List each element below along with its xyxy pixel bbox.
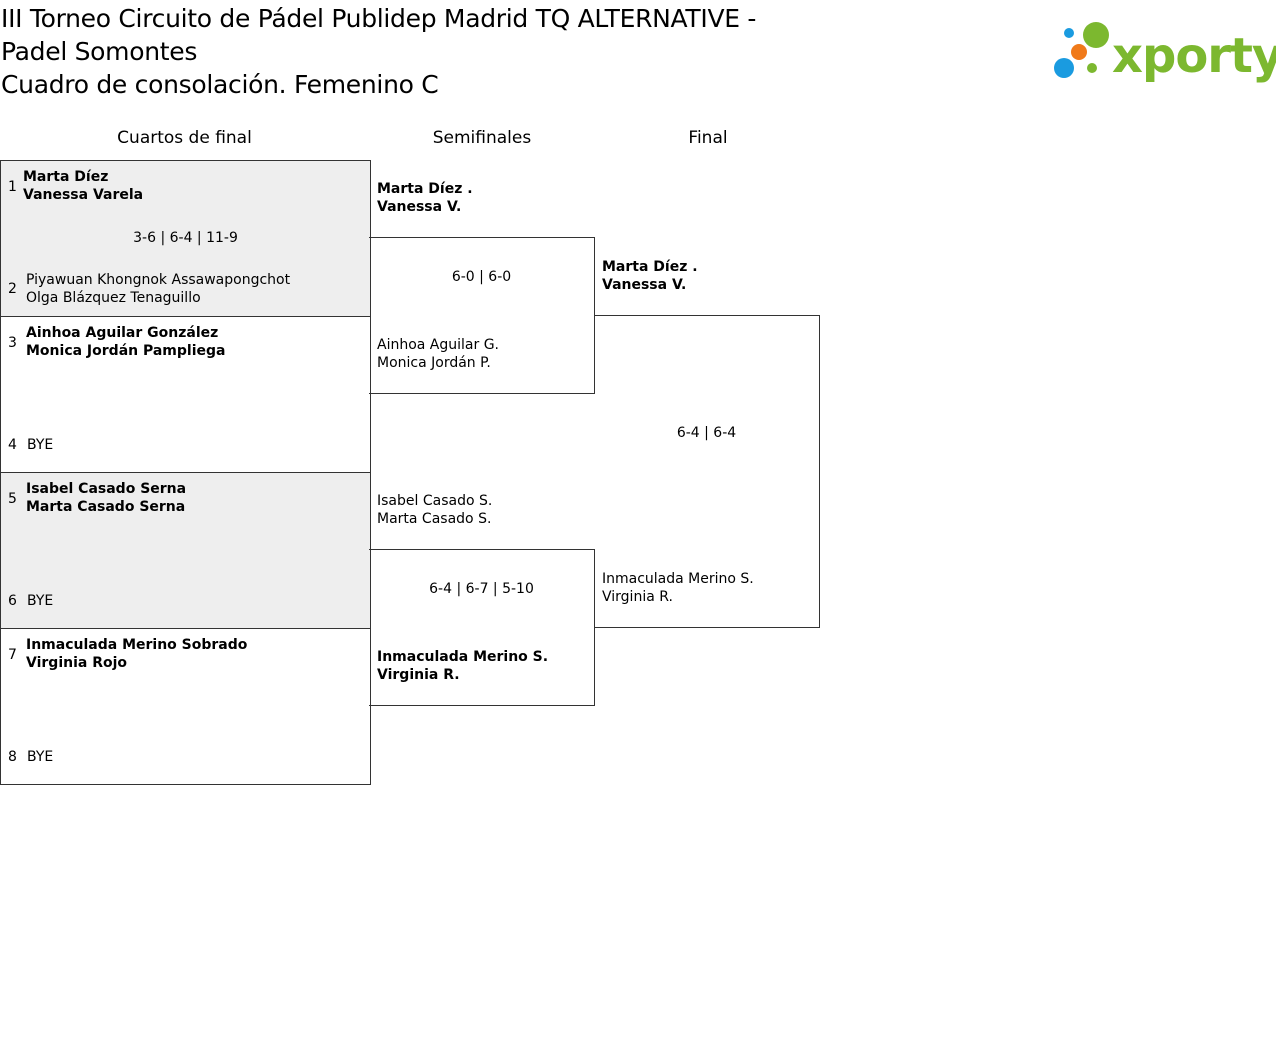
round-header-final: Final bbox=[688, 128, 728, 148]
round-header-semifinals: Semifinales bbox=[432, 128, 532, 148]
semifinal-1-team-loser: Ainhoa Aguilar G. Monica Jordán P. bbox=[377, 336, 499, 372]
player-name: Marta Casado S. bbox=[377, 511, 492, 527]
semifinal-1-team-winner: Marta Díez . Vanessa V. bbox=[377, 180, 473, 216]
final-team-runner-up: Inmaculada Merino S. Virginia R. bbox=[602, 570, 754, 606]
player-name: Ainhoa Aguilar G. bbox=[377, 337, 500, 353]
semifinal-2-team-loser: Isabel Casado S. Marta Casado S. bbox=[377, 492, 492, 528]
player-name: Vanessa Varela bbox=[23, 187, 144, 203]
seed-number: 5 bbox=[8, 491, 17, 507]
player-name: Inmaculada Merino S. bbox=[602, 571, 754, 587]
final-match: 6-4 | 6-4 bbox=[594, 315, 820, 628]
team-winner: Marta Díez Vanessa Varela bbox=[23, 168, 143, 204]
seed-number: 3 bbox=[8, 335, 17, 351]
player-name: Inmaculada Merino Sobrado bbox=[26, 637, 248, 653]
player-name: Virginia R. bbox=[602, 589, 673, 605]
player-name: Monica Jordán P. bbox=[377, 355, 491, 371]
player-name: Ainhoa Aguilar González bbox=[26, 325, 219, 341]
player-name: Marta Díez . bbox=[602, 259, 698, 275]
title-line-3: Cuadro de consolación. Femenino C bbox=[1, 70, 439, 99]
player-name: Piyawuan Khongnok Assawapongchot bbox=[26, 272, 291, 288]
quarterfinal-match-3: 5 Isabel Casado Serna Marta Casado Serna… bbox=[0, 472, 371, 629]
title-line-1: III Torneo Circuito de Pádel Publidep Ma… bbox=[1, 4, 757, 33]
match-score: 6-4 | 6-7 | 5-10 bbox=[429, 581, 534, 597]
round-header-quarterfinals: Cuartos de final bbox=[117, 128, 252, 148]
quarterfinal-match-4: 7 Inmaculada Merino Sobrado Virginia Roj… bbox=[0, 628, 371, 785]
player-name: Olga Blázquez Tenaguillo bbox=[26, 290, 201, 306]
xporty-logo-mark: xporty bbox=[1054, 22, 1280, 84]
quarterfinal-match-2: 3 Ainhoa Aguilar González Monica Jordán … bbox=[0, 316, 371, 473]
player-name: Monica Jordán Pampliega bbox=[26, 343, 226, 359]
team-bye: BYE bbox=[27, 749, 54, 765]
seed-number: 4 bbox=[8, 437, 17, 453]
team-winner: Isabel Casado Serna Marta Casado Serna bbox=[26, 480, 186, 516]
player-name: Marta Díez bbox=[23, 169, 109, 185]
seed-number: 1 bbox=[8, 179, 17, 195]
player-name: Marta Casado Serna bbox=[26, 499, 186, 515]
logo-text: xporty bbox=[1112, 28, 1276, 84]
player-name: Virginia Rojo bbox=[26, 655, 128, 671]
seed-number: 8 bbox=[8, 749, 17, 765]
team-loser: Piyawuan Khongnok Assawapongchot Olga Bl… bbox=[26, 271, 290, 307]
seed-number: 6 bbox=[8, 593, 17, 609]
player-name: Isabel Casado S. bbox=[377, 493, 493, 509]
xporty-logo[interactable]: xporty bbox=[1050, 18, 1280, 84]
final-team-winner: Marta Díez . Vanessa V. bbox=[602, 258, 698, 294]
semifinal-2-team-winner: Inmaculada Merino S. Virginia R. bbox=[377, 648, 548, 684]
player-name: Vanessa V. bbox=[602, 277, 687, 293]
seed-number: 2 bbox=[8, 281, 17, 297]
match-score: 6-0 | 6-0 bbox=[451, 269, 512, 285]
page-title: III Torneo Circuito de Pádel Publidep Ma… bbox=[1, 2, 861, 101]
team-winner: Inmaculada Merino Sobrado Virginia Rojo bbox=[26, 636, 247, 672]
match-score: 6-4 | 6-4 bbox=[676, 425, 737, 441]
match-score: 3-6 | 6-4 | 11-9 bbox=[133, 230, 238, 246]
seed-number: 7 bbox=[8, 647, 17, 663]
player-name: Isabel Casado Serna bbox=[26, 481, 187, 497]
player-name: Vanessa V. bbox=[377, 199, 462, 215]
team-bye: BYE bbox=[27, 593, 54, 609]
player-name: Marta Díez . bbox=[377, 181, 473, 197]
player-name: Virginia R. bbox=[377, 667, 460, 683]
player-name: Inmaculada Merino S. bbox=[377, 649, 549, 665]
team-bye: BYE bbox=[27, 437, 54, 453]
quarterfinal-match-1: 1 Marta Díez Vanessa Varela 3-6 | 6-4 | … bbox=[0, 160, 371, 317]
title-line-2: Padel Somontes bbox=[1, 37, 198, 66]
team-winner: Ainhoa Aguilar González Monica Jordán Pa… bbox=[26, 324, 225, 360]
